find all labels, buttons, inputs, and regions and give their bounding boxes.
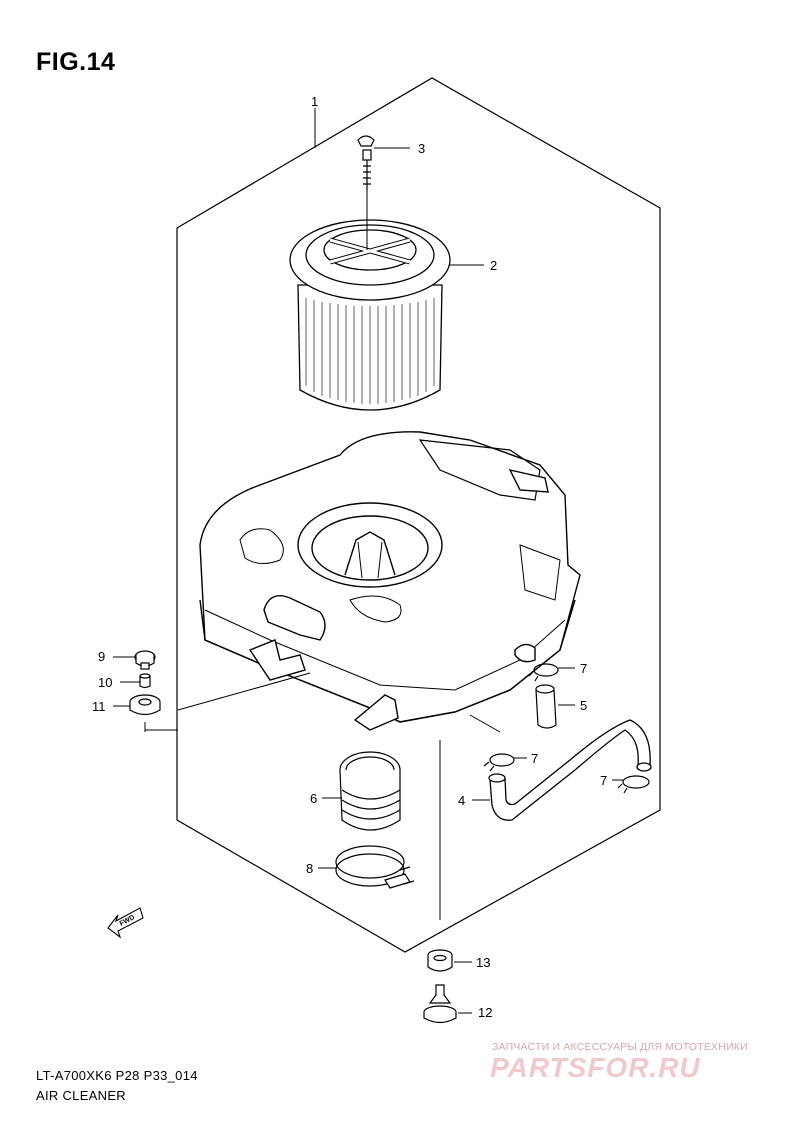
callout-1: 1 [311, 94, 318, 109]
watermark-tagline: ЗАПЧАСТИ И АКСЕССУАРЫ ДЛЯ МОТОТЕХНИКИ [492, 1041, 748, 1053]
model-code: LT-A700XK6 P28 P33_014 [36, 1068, 198, 1083]
watermark-brand: PARTSFOR.RU [490, 1052, 701, 1083]
bolt-and-grommet-parts [113, 650, 311, 732]
callout-6: 6 [310, 791, 317, 806]
callout-3: 3 [418, 141, 425, 156]
hose-clamp-part [318, 845, 415, 889]
leader-line-case [439, 714, 501, 920]
callout-5: 5 [580, 698, 587, 713]
callout-11: 11 [92, 699, 106, 714]
drain-tube-part [535, 684, 575, 729]
section-name: AIR CLEANER [36, 1088, 126, 1103]
callout-13: 13 [476, 955, 490, 970]
figure-title: FIG.14 [36, 48, 116, 76]
air-filter-element [289, 190, 484, 411]
callout-2: 2 [490, 258, 497, 273]
callout-9: 9 [98, 649, 105, 664]
callout-7-middle: 7 [531, 751, 538, 766]
callout-7-top: 7 [580, 661, 587, 676]
callout-10: 10 [98, 675, 112, 690]
forward-direction-arrow: FWD [107, 907, 144, 939]
callout-4: 4 [458, 793, 465, 808]
breather-hose-part [472, 719, 652, 821]
callout-12: 12 [478, 1005, 492, 1020]
callout-8: 8 [306, 861, 313, 876]
callout-7-right: 7 [600, 773, 607, 788]
assembly-outline [176, 77, 661, 953]
drain-plug-parts [423, 949, 472, 1024]
wing-bolt-part [357, 135, 410, 190]
hose-clip-parts [483, 663, 650, 794]
intake-boot-part [322, 751, 401, 831]
air-cleaner-case [199, 431, 581, 731]
